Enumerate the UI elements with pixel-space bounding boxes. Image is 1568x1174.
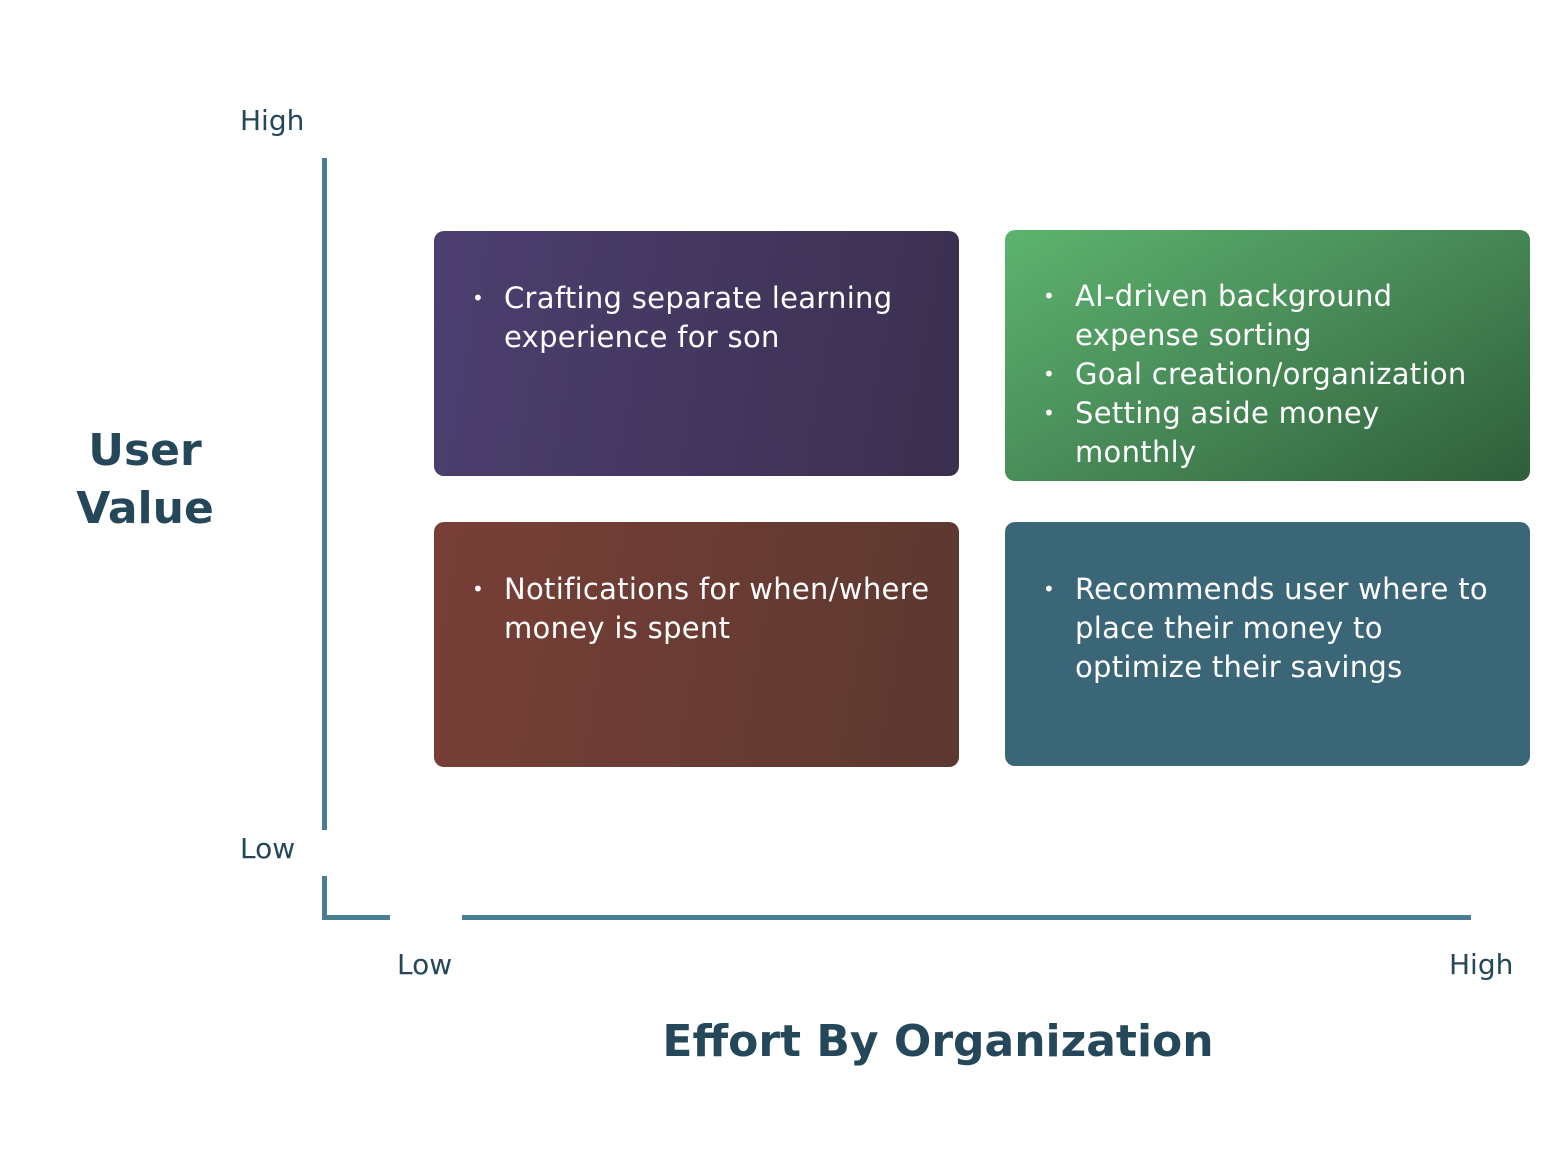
x-axis-title: Effort By Organization [662, 1016, 1214, 1067]
list-item: AI-driven background expense sorting [1043, 277, 1510, 355]
quadrant-high-value-high-effort: AI-driven background expense sorting Goa… [1005, 230, 1530, 481]
y-axis-high-label: High [240, 104, 305, 137]
list-item: Recommends user where to place their mon… [1043, 570, 1500, 687]
quadrant-low-value-high-effort: Recommends user where to place their mon… [1005, 522, 1530, 766]
list-item: Notifications for when/where money is sp… [472, 570, 949, 648]
y-axis-low-label: Low [240, 832, 296, 865]
x-axis-line [462, 915, 1471, 920]
quadrant-low-value-low-effort: Notifications for when/where money is sp… [434, 522, 959, 767]
x-axis-high-label: High [1449, 948, 1514, 981]
list-item: Crafting separate learning experience fo… [472, 279, 939, 357]
quadrant-high-value-low-effort: Crafting separate learning experience fo… [434, 231, 959, 476]
y-axis-line [322, 158, 327, 830]
list-item: Setting aside money monthly [1043, 394, 1510, 472]
y-axis-title: User Value [60, 422, 230, 538]
list-item: Goal creation/organization [1043, 355, 1510, 394]
axis-corner-vertical [322, 876, 327, 920]
x-axis-low-label: Low [397, 948, 453, 981]
y-axis-title-line1: User [88, 425, 202, 476]
y-axis-title-line2: Value [76, 483, 214, 534]
axis-corner-horizontal [322, 915, 390, 920]
